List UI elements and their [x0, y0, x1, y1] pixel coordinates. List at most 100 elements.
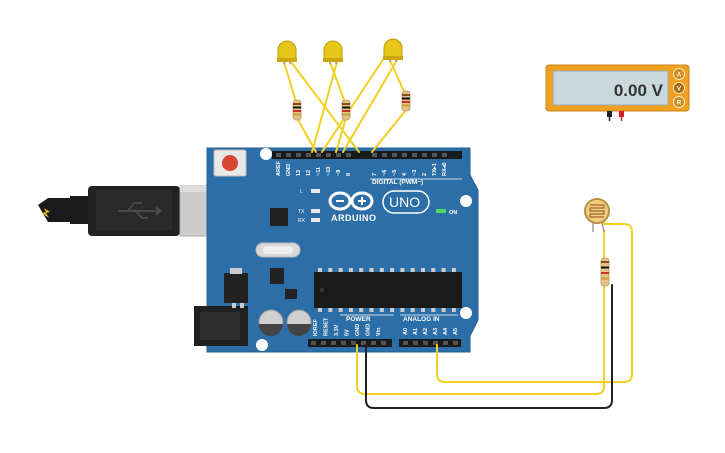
pin-socket[interactable]: [423, 341, 428, 345]
digital-pin-label: ~9: [336, 170, 342, 176]
wire-led2-gnd[interactable]: [311, 61, 338, 153]
wire-resistor2-pin11[interactable]: [335, 117, 347, 153]
led-group[interactable]: [277, 38, 403, 64]
pin-socket[interactable]: [422, 153, 427, 157]
digital-pin-label: 12: [306, 170, 312, 176]
bolt-icon: [42, 208, 50, 218]
pin-socket[interactable]: [326, 153, 331, 157]
dc-power-jack[interactable]: [194, 306, 248, 346]
svg-text:V: V: [677, 87, 681, 93]
pin-socket[interactable]: [306, 153, 311, 157]
wire-led3-extra[interactable]: [321, 57, 385, 153]
wire-led3-gnd[interactable]: [342, 59, 398, 153]
power-pin-sockets[interactable]: [311, 341, 386, 345]
digital-pwm-label: DIGITAL (PWM~): [372, 179, 423, 186]
pin-socket[interactable]: [402, 153, 407, 157]
analog-pin-label: A5: [453, 328, 459, 335]
analog-pin-label: A1: [413, 328, 419, 335]
power-pin-label: GND: [355, 324, 361, 336]
wire-5v-ldr[interactable]: [356, 229, 605, 395]
digital-pin-label: 4: [402, 172, 408, 176]
pin-socket[interactable]: [442, 153, 447, 157]
wire-led2-resistor[interactable]: [329, 61, 347, 106]
power-pin-label: Vin: [376, 327, 382, 336]
pin-socket[interactable]: [371, 341, 376, 345]
wire-led3-resistor[interactable]: [389, 59, 407, 97]
pin-socket[interactable]: [433, 341, 438, 345]
pin-socket[interactable]: [392, 153, 397, 157]
pin-socket[interactable]: [403, 341, 408, 345]
pin-socket[interactable]: [372, 153, 377, 157]
wire-a3-ldr[interactable]: [436, 211, 633, 383]
photoresistor[interactable]: [584, 198, 610, 233]
capacitor: [286, 309, 312, 336]
wire-resistor3-pin9[interactable]: [371, 109, 407, 153]
reset-button[interactable]: [213, 149, 247, 177]
digital-pin-label: 7: [372, 173, 378, 176]
pin-socket[interactable]: [286, 153, 291, 157]
digital-pin-sockets[interactable]: [276, 153, 447, 157]
pin-socket[interactable]: [311, 341, 316, 345]
multimeter[interactable]: 0.00 V A V R: [545, 64, 690, 121]
pin-socket[interactable]: [276, 153, 281, 157]
svg-text:A: A: [677, 73, 682, 79]
yellow-led-2[interactable]: [323, 40, 343, 64]
yellow-led-3[interactable]: [383, 38, 403, 62]
atmega-chip: [314, 268, 462, 312]
resistor-4[interactable]: [600, 257, 610, 287]
resistor-group[interactable]: [292, 90, 610, 287]
resistor-1[interactable]: [292, 99, 302, 121]
pin-socket[interactable]: [331, 341, 336, 345]
pin-socket[interactable]: [336, 153, 341, 157]
capacitor: [258, 309, 284, 336]
pin-socket[interactable]: [346, 153, 351, 157]
pin-socket[interactable]: [341, 341, 346, 345]
pin-socket[interactable]: [443, 341, 448, 345]
pin-socket[interactable]: [381, 341, 386, 345]
pin-socket[interactable]: [321, 341, 326, 345]
digital-pin-label: 13: [296, 170, 302, 176]
svg-text:R: R: [677, 101, 682, 107]
resistor-3[interactable]: [401, 90, 411, 112]
probe-terminals[interactable]: [607, 111, 624, 121]
pin-socket[interactable]: [432, 153, 437, 157]
usb-chip: [270, 208, 288, 226]
wire-led1-resistor[interactable]: [283, 61, 298, 106]
pin-socket[interactable]: [316, 153, 321, 157]
pin-socket[interactable]: [453, 341, 458, 345]
analog-pin-label: A3: [433, 328, 439, 335]
wire-gnd-resistor[interactable]: [365, 284, 613, 409]
usb-symbol-icon: [118, 202, 156, 219]
infinity-icon: [328, 191, 374, 211]
pin-socket[interactable]: [296, 153, 301, 157]
multimeter-reading: 0.00 V: [614, 81, 664, 100]
digital-pin-label: AREF: [276, 160, 282, 176]
arduino-logo: ARDUINO UNO: [328, 190, 430, 223]
mounting-hole: [260, 148, 272, 160]
mode-selector-r[interactable]: R: [673, 96, 685, 108]
mode-selector-a[interactable]: A: [673, 68, 685, 80]
analog-pin-sockets[interactable]: [403, 341, 458, 345]
digital-pin-label: ~10: [326, 167, 332, 176]
pin-socket[interactable]: [413, 341, 418, 345]
pin-socket[interactable]: [382, 153, 387, 157]
resistor-2[interactable]: [341, 99, 351, 121]
pin-socket[interactable]: [361, 341, 366, 345]
analog-pin-label: A0: [403, 328, 409, 335]
power-pin-label: 5V: [345, 329, 351, 336]
led-label-rx: RX: [298, 218, 306, 224]
mode-selector-v[interactable]: V: [673, 82, 685, 94]
pin-socket[interactable]: [351, 341, 356, 345]
digital-pin-label: TX▸1: [432, 163, 438, 176]
jumper-wires[interactable]: [283, 57, 633, 409]
pin-socket[interactable]: [412, 153, 417, 157]
yellow-led-1[interactable]: [277, 40, 297, 64]
